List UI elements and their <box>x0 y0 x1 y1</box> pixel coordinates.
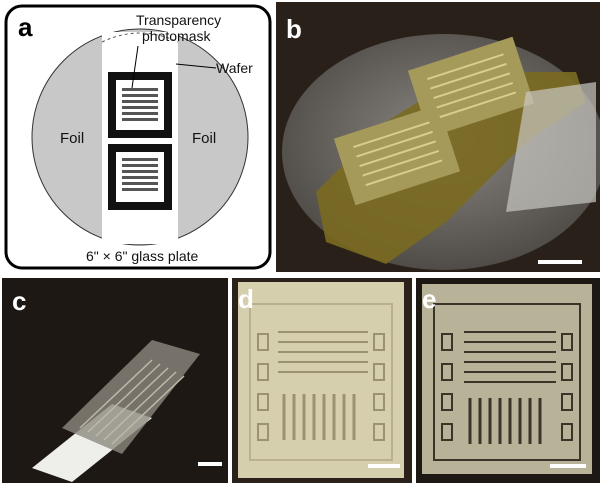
panel-a-schematic: a Transparency photomask Wafer Foil Foil… <box>2 2 274 272</box>
panel-e-label: e <box>422 284 437 314</box>
photomask-leader <box>131 45 139 89</box>
panel-c-label: c <box>12 286 27 316</box>
pdms-device-d-photo <box>238 282 404 478</box>
panel-a-label: a <box>18 12 33 42</box>
foil-left-label: Foil <box>60 130 85 147</box>
device-on-slide-photo <box>32 340 222 482</box>
panel-b-photo: b <box>276 2 600 272</box>
panel-b-label: b <box>286 14 302 44</box>
panel-d-label: d <box>238 284 254 314</box>
scale-bar-c <box>198 462 222 466</box>
panel-e-photo: e <box>416 278 600 483</box>
transparency-label: Transparency <box>136 12 222 28</box>
pdms-block <box>62 340 200 454</box>
wafer-leader <box>175 63 217 69</box>
panel-c-photo: c <box>2 278 228 483</box>
foil-right-label: Foil <box>192 130 217 147</box>
photomask-label: photomask <box>142 28 211 44</box>
wafer-dashed-edge <box>101 32 179 43</box>
scale-bar-d <box>368 464 400 468</box>
glass-plate-label: 6" × 6" glass plate <box>86 248 199 264</box>
scale-bar-e <box>550 464 586 468</box>
scale-bar-b <box>538 260 582 264</box>
wafer-label: Wafer <box>216 60 253 76</box>
white-foil-right <box>506 82 596 212</box>
wafer-photo <box>282 34 600 270</box>
pdms-device-e-photo <box>422 284 592 474</box>
panel-a-drawing <box>4 4 272 270</box>
panel-d-photo: d <box>232 278 412 483</box>
